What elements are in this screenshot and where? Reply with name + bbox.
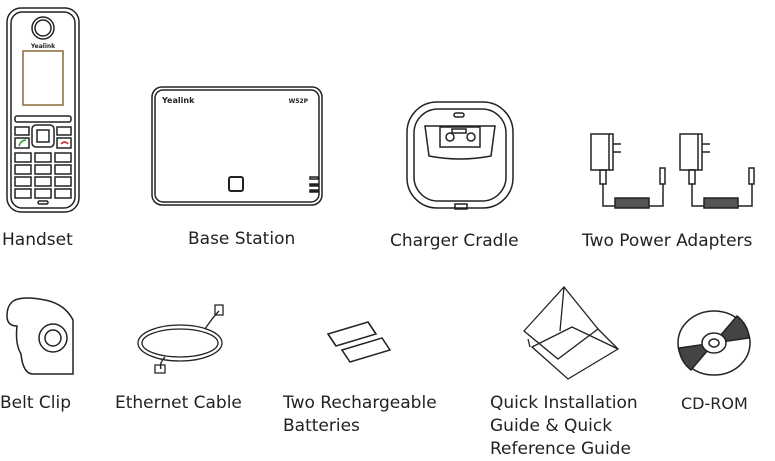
charger-cradle-label: Charger Cradle [390,231,519,251]
power-adapter-image [674,130,754,210]
battery-image [322,320,402,370]
charger-cradle-image [405,100,515,212]
guide-label: Quick Installation Guide & Quick Referen… [490,392,638,461]
handset-label: Handset [2,230,73,250]
guide-label-line: Guide & Quick [490,416,613,436]
guide-label-line: Reference Guide [490,439,631,459]
svg-text:Yealink: Yealink [30,43,56,50]
cd-rom-label: CD-ROM [681,394,748,413]
svg-text:W52P: W52P [289,98,309,105]
belt-clip-image [5,296,75,378]
power-adapters-label: Two Power Adapters [582,231,753,251]
batteries-label-line: Batteries [283,416,360,436]
guide-label-line: Quick Installation [490,393,638,413]
guide-booklet-image [520,285,620,385]
cd-rom-image [675,308,753,378]
base-station-label: Base Station [188,229,296,249]
handset-image: Yealink [5,6,81,216]
batteries-label-line: Two Rechargeable [283,393,437,413]
svg-text:Yealink: Yealink [161,96,195,105]
power-adapter-image [585,130,665,210]
ethernet-cable-label: Ethernet Cable [115,393,242,413]
ethernet-cable-image [135,305,230,375]
belt-clip-label: Belt Clip [0,393,72,413]
base-station-image: Yealink W52P [150,85,325,210]
batteries-label: Two Rechargeable Batteries [283,392,437,438]
